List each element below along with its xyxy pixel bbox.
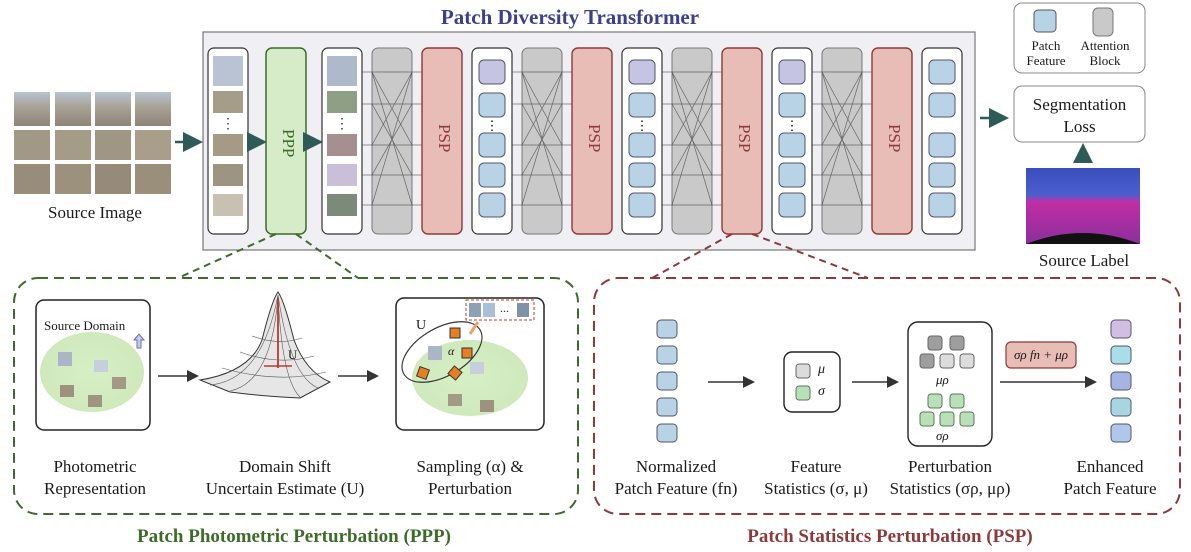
psp-step-3-line2: Statistics (σρ, μρ) — [889, 479, 1011, 498]
psp-module-label-4: PSP — [885, 124, 904, 153]
svg-text:⋮: ⋮ — [636, 118, 649, 133]
u-symbol-sampling: U — [416, 318, 427, 333]
psp-step-1-line2: Patch Feature (fn) — [614, 479, 738, 498]
sigma-rho-label: σρ — [936, 428, 949, 443]
sigma-label: σ — [818, 384, 825, 399]
psp-step-4-line1: Enhanced — [1076, 457, 1144, 476]
source-label-caption: Source Label — [1038, 251, 1130, 270]
psp-module-label-1: PSP — [435, 124, 454, 153]
sample-strip-dots: ... — [500, 301, 509, 315]
legend-patch-feature: Patch Feature — [1026, 38, 1066, 68]
psp-step-2-line2: Statistics (σ, μ) — [764, 479, 868, 498]
alpha-symbol: α — [448, 344, 455, 358]
diagram-title: Patch Diversity Transformer — [440, 5, 700, 29]
mu-label: μ — [818, 362, 826, 377]
formula-text: σρ fn + μρ — [1013, 347, 1069, 362]
segmentation-loss-line2: Loss — [1063, 117, 1096, 136]
attention-blocks — [371, 47, 863, 235]
ppp-step-2-line2: Uncertain Estimate (U) — [205, 479, 365, 498]
source-domain-label: Source Domain — [44, 318, 126, 333]
mu-rho-label: μρ — [936, 372, 949, 387]
svg-text:⋮: ⋮ — [786, 118, 799, 133]
ppp-panel — [13, 277, 579, 515]
svg-text:⋮: ⋮ — [486, 118, 499, 133]
psp-modules — [421, 47, 913, 235]
ppp-step-3-line2: Perturbation — [427, 479, 513, 498]
attention-block-legend-icon — [1092, 7, 1114, 37]
svg-text:⋮: ⋮ — [335, 117, 349, 132]
psp-module-label-2: PSP — [585, 124, 604, 153]
normalized-patch-features — [656, 319, 678, 443]
segmentation-loss-line1: Segmentation — [1032, 95, 1127, 114]
enhanced-patch-features — [1110, 319, 1132, 443]
psp-step-2-line1: Feature — [790, 457, 842, 476]
ppp-step-3-line1: Sampling (α) & — [416, 457, 524, 476]
source-image-label: Source Image — [48, 203, 142, 222]
patch-feature-legend-icon — [1033, 9, 1057, 33]
psp-module-label-3: PSP — [735, 124, 754, 153]
u-symbol-gaussian: U — [288, 347, 298, 362]
source-image-mosaic — [14, 92, 171, 194]
psp-step-3-line1: Perturbation — [907, 457, 993, 476]
formula-box — [1005, 341, 1077, 369]
ppp-step-1-line1: Photometric — [53, 457, 137, 476]
segmentation-loss-box — [1013, 85, 1146, 143]
psp-step-1-line1: Normalized — [635, 457, 717, 476]
ppp-module-label: PPP — [279, 128, 298, 158]
psp-step-4-line2: Patch Feature — [1063, 479, 1157, 498]
svg-text:⋮: ⋮ — [221, 117, 235, 132]
psp-panel-title: Patch Statistics Perturbation (PSP) — [747, 526, 1033, 547]
legend-attention-block: Attention Block — [1080, 38, 1130, 68]
ppp-step-1-line2: Representation — [44, 479, 146, 498]
source-label-image — [1026, 168, 1140, 244]
ppp-panel-title: Patch Photometric Perturbation (PPP) — [137, 526, 451, 547]
ppp-step-2-line1: Domain Shift — [238, 457, 332, 476]
patch-feature-columns: ⋮ ⋮ ⋮ — [471, 47, 963, 235]
gaussian-surface — [198, 291, 332, 399]
